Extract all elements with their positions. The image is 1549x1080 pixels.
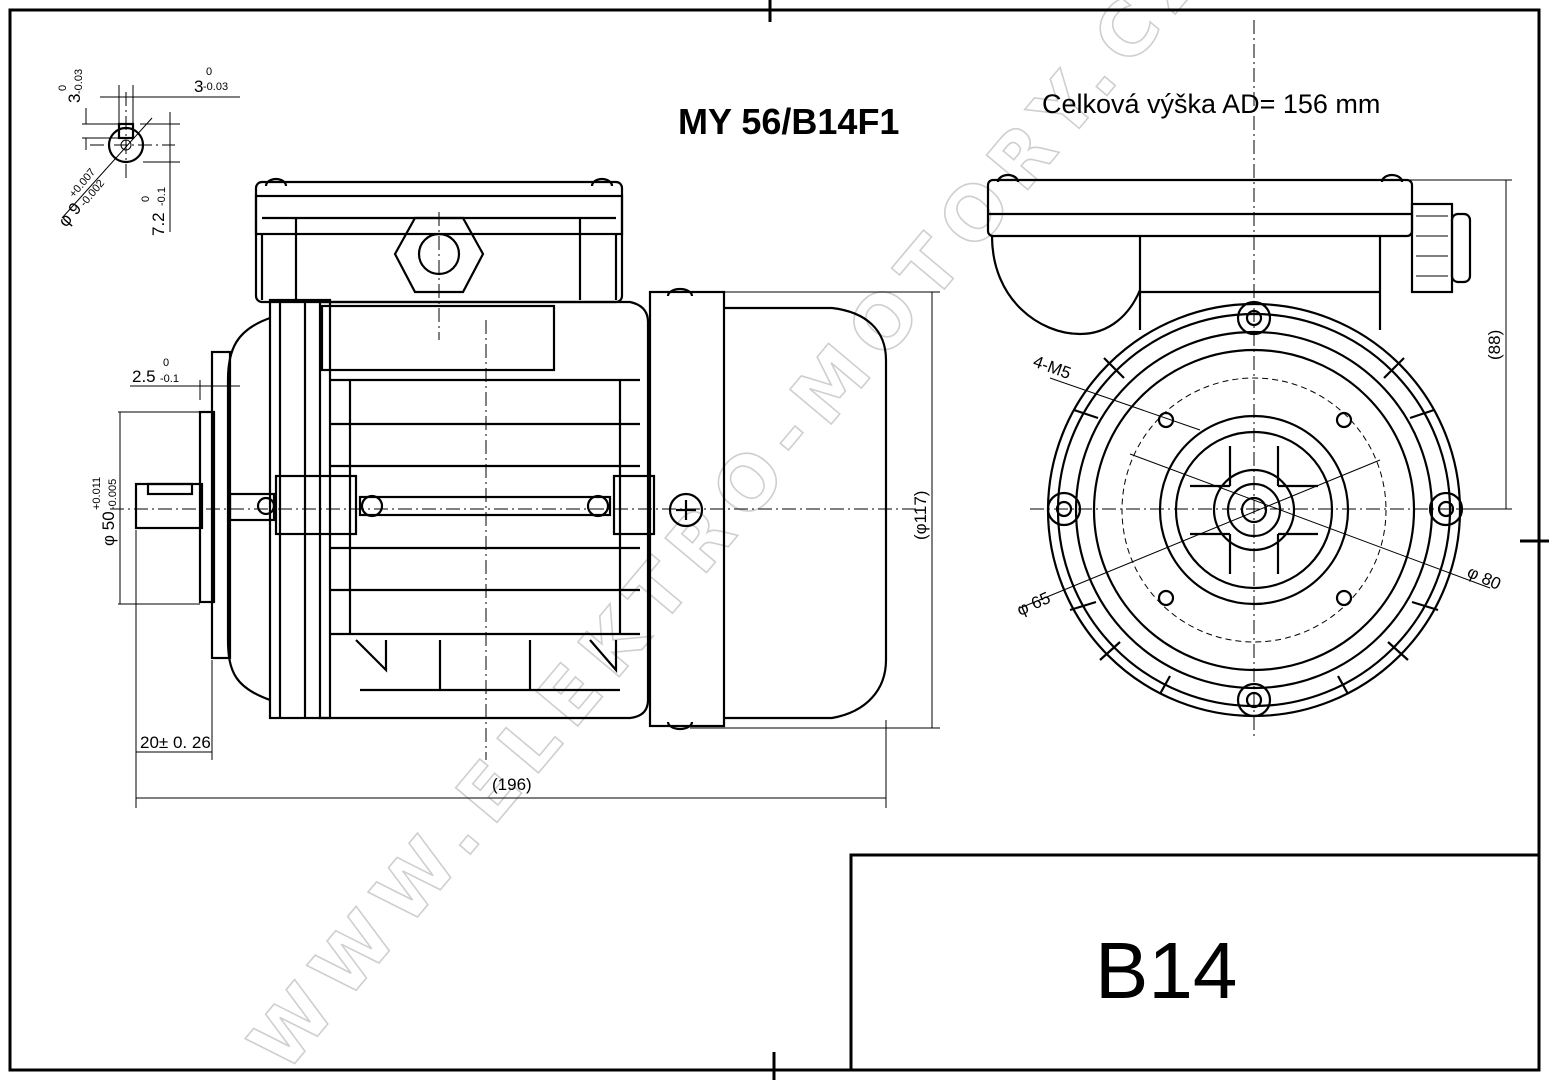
watermark: WWW.ELEKTRO-MOTORY.CZ [233,0,1230,1080]
shaft-length: 20± 0. 26 [140,733,211,752]
flange-spigot-tol-upper: 0 [163,357,169,369]
keyway-width-tol-lower: -0.03 [203,81,228,93]
key-depth-tol-upper: 0 [57,85,69,91]
drawing-frame [8,8,1541,1072]
key-depth-tol-lower: -0.03 [73,69,85,94]
pcd-inner: φ 65 [1014,588,1053,619]
title-block [849,853,1541,1072]
spigot-diameter: φ 50 [99,511,118,546]
drawing-title: MY 56/B14F1 [678,101,899,142]
key-height-tol-lower: -0.1 [156,187,168,206]
terminal-height: (88) [1485,330,1504,360]
flange-spigot: 2.5 [132,367,156,386]
keyway-width-tol-upper: 0 [206,66,212,78]
overall-length: (196) [492,775,532,794]
pcd-outer: φ 80 [1464,562,1503,593]
key-height-tol-upper: 0 [140,196,152,202]
drawing-subtitle: Celková výška AD= 156 mm [1042,89,1380,119]
flange-spigot-tol-lower: -0.1 [160,373,179,385]
front-view [986,20,1512,740]
key-depth: 3 [65,94,84,103]
side-view [110,177,940,808]
spigot-diameter-tol-lower: -0.005 [107,479,119,510]
mounting-label: B14 [1095,926,1237,1015]
keyway-width: 3 [194,77,203,96]
spigot-diameter-tol-upper: +0.011 [91,477,103,510]
key-height: 7.2 [149,212,168,236]
housing-diameter: (φ117) [911,491,930,540]
shaft-key-detail [61,85,240,232]
